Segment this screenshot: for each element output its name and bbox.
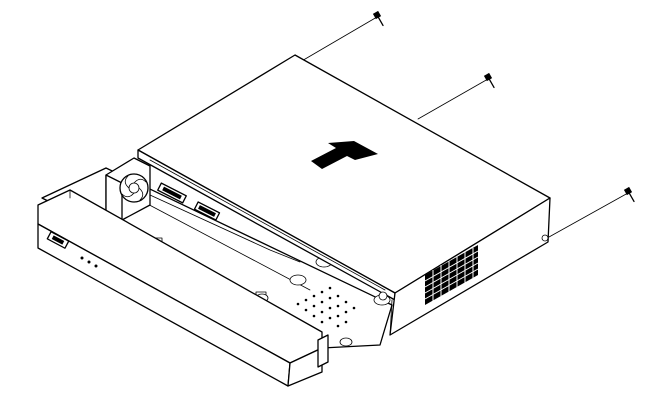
top-cover <box>137 54 551 336</box>
screw-icon <box>483 72 495 89</box>
fan-icon <box>105 157 151 221</box>
floor-vent-grid <box>296 286 356 328</box>
screw-icon <box>372 10 384 27</box>
side-vent-grid <box>424 245 479 305</box>
front-panel <box>37 189 329 387</box>
screw-icon <box>623 186 635 203</box>
arrow-up-icon <box>311 141 378 169</box>
screw-guide-lines <box>299 16 629 238</box>
